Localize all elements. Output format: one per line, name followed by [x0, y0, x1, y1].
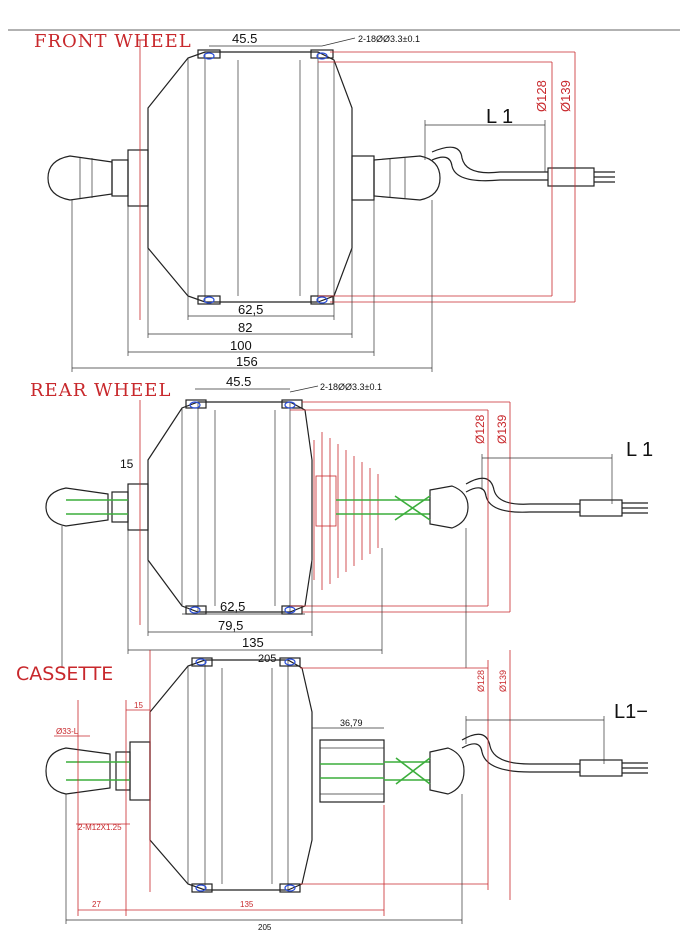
front-dim-62-5: 62,5: [238, 302, 263, 317]
front-l1-label: L 1: [486, 106, 513, 128]
front-dim-82: 82: [238, 320, 252, 335]
rear-hole-spec: 2-18ØØ3.3±0.1: [320, 382, 382, 392]
rear-wheel-title: REAR WHEEL: [30, 380, 171, 401]
cassette-dim-15: 15: [134, 701, 143, 710]
rear-dia-139: Ø139: [495, 414, 509, 444]
rear-dim-45-5: 45.5: [226, 374, 251, 389]
rear-right-axle-nut: [429, 485, 469, 529]
front-left-axle-nut: [47, 155, 113, 201]
cassette-thread-spec: 2-M12X1.25: [78, 823, 122, 832]
cassette-right-axle-nut: [429, 747, 465, 795]
front-spoke-hole-icon: [203, 52, 215, 60]
rear-dim-205: 205: [258, 653, 276, 665]
front-dia-139: Ø139: [558, 80, 573, 112]
front-wheel-title: FRONT WHEEL: [34, 31, 192, 52]
rear-hub-body: [147, 401, 313, 613]
rear-l1-label: L 1: [626, 439, 653, 461]
rear-wheel-drawing: REAR WHEEL: [30, 374, 653, 668]
rear-freewheel-sprockets: [313, 432, 379, 590]
cassette-dia-128: Ø128: [476, 670, 486, 692]
cassette-connector: [579, 759, 623, 777]
front-dia-128: Ø128: [534, 80, 549, 112]
rear-dim-135: 135: [242, 635, 264, 650]
rear-dim-79-5: 79,5: [218, 618, 243, 633]
cassette-drawing: CASSETTE: [16, 650, 648, 932]
front-dim-156: 156: [236, 354, 258, 369]
cassette-dim-135: 135: [240, 900, 254, 909]
cassette-freehub-body: [319, 739, 385, 803]
rear-dia-128: Ø128: [473, 414, 487, 444]
front-hub-body: [147, 51, 353, 303]
cassette-dim-36-79: 36,79: [340, 718, 363, 728]
rear-dim-15: 15: [120, 457, 134, 471]
cassette-dim-33: Ø33-L: [56, 727, 79, 736]
rear-left-axle-nut: [45, 487, 109, 527]
cassette-left-axle-nut: [45, 747, 111, 795]
cassette-dim-205: 205: [258, 923, 272, 932]
rear-cable: [465, 477, 580, 505]
front-wheel-drawing: FRONT WHEEL: [34, 31, 615, 372]
cassette-title: CASSETTE: [16, 663, 113, 685]
cassette-dim-27: 27: [92, 900, 101, 909]
front-dim-100: 100: [230, 338, 252, 353]
cassette-cable: [461, 733, 580, 765]
front-connector: [547, 167, 595, 187]
front-dim-45-5: 45.5: [232, 31, 257, 46]
front-hole-spec: 2-18ØØ3.3±0.1: [358, 34, 420, 44]
front-cable: [431, 146, 548, 174]
rear-connector: [579, 499, 623, 517]
cassette-dia-139: Ø139: [498, 670, 508, 692]
cassette-l1-label: L1−: [614, 701, 648, 723]
front-right-axle-nut: [373, 155, 441, 201]
rear-dim-62-5: 62,5: [220, 599, 245, 614]
